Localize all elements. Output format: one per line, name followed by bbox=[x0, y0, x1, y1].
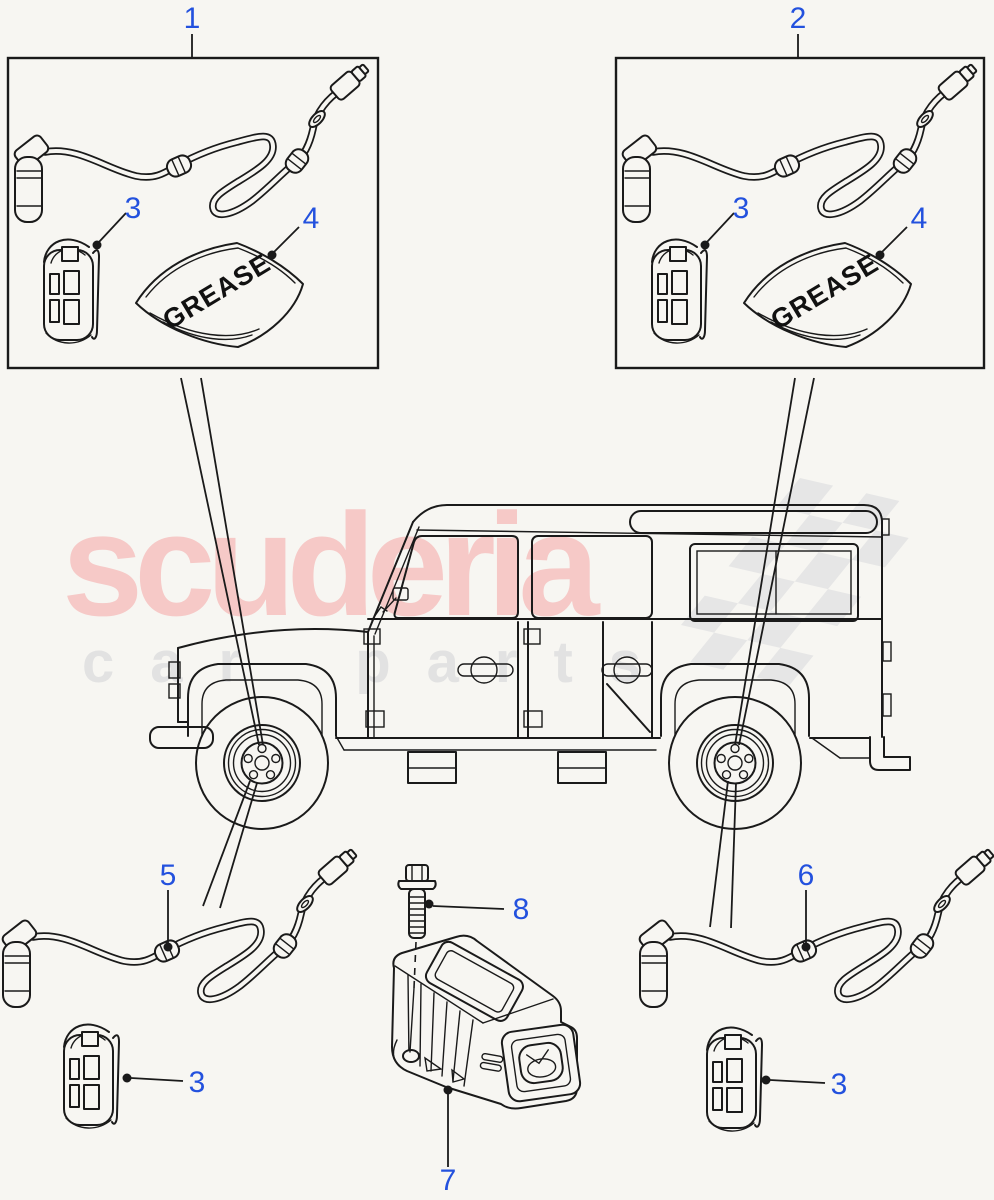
watermark-checkered-flag bbox=[680, 478, 909, 685]
callout-6-rear-sensor: 6 bbox=[797, 859, 815, 892]
callout-4-grease-front-kit: 4 bbox=[302, 202, 320, 235]
abs-control-module bbox=[391, 934, 582, 1110]
callout-7-module: 7 bbox=[439, 1164, 457, 1197]
callout-1-front-kit: 1 bbox=[183, 2, 201, 35]
vehicle-illustration bbox=[149, 504, 911, 830]
callout-3-clip-front-kit: 3 bbox=[124, 192, 142, 225]
callout-8-bolt: 8 bbox=[512, 893, 530, 926]
callout-3-clip-front: 3 bbox=[188, 1066, 206, 1099]
watermark-brand-text: scuderia bbox=[62, 483, 600, 646]
callout-3-clip-rear-kit: 3 bbox=[732, 192, 750, 225]
kit-box-rear bbox=[614, 56, 986, 370]
callout-4-grease-rear-kit: 4 bbox=[910, 202, 928, 235]
grease-sachet-label-front: GREASE bbox=[157, 247, 276, 336]
grease-sachet-label-rear: GREASE bbox=[765, 247, 884, 336]
callout-leader-lines bbox=[92, 34, 908, 1167]
callout-5-front-sensor: 5 bbox=[159, 859, 177, 892]
callout-3-clip-rear: 3 bbox=[830, 1068, 848, 1101]
kit-box-front bbox=[6, 56, 380, 370]
module-bolt bbox=[397, 864, 437, 1053]
callout-2-rear-kit: 2 bbox=[789, 2, 807, 35]
